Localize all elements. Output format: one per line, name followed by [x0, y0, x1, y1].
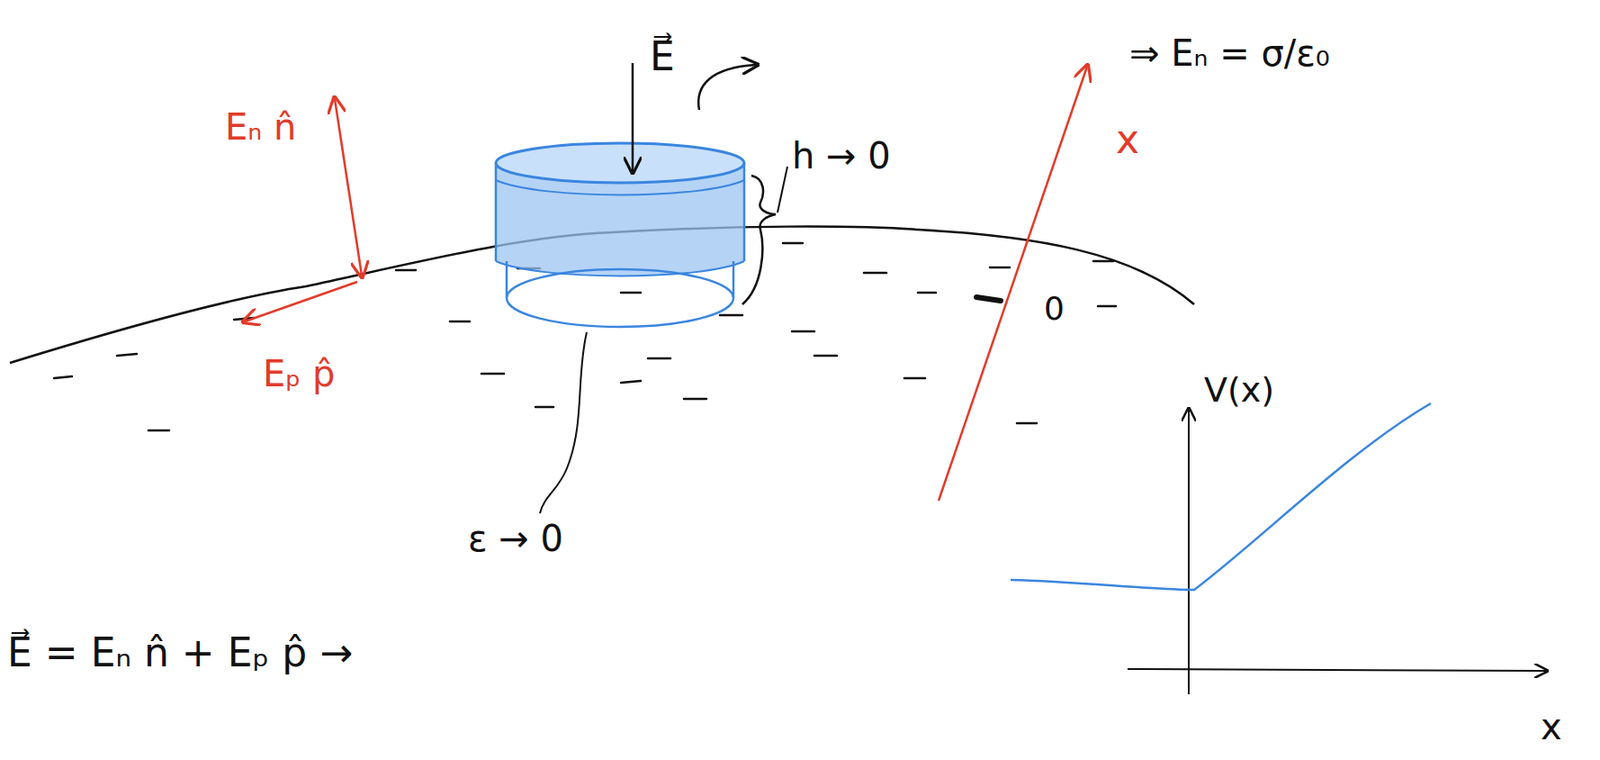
axis-label: V(x) [1204, 370, 1275, 411]
normal-field-arrow [334, 98, 362, 276]
potential-curve [1010, 403, 1431, 590]
dimension-label: h → 0 [791, 134, 891, 177]
leader-line [539, 332, 587, 513]
graph-y-axis [1187, 409, 1190, 694]
graph-x-axis [1127, 668, 1547, 671]
field-label: Eₙ n̂ [224, 106, 297, 148]
parallel-field-arrow [244, 281, 358, 322]
equation-label: ⇒ Eₙ = σ/ε₀ [1129, 32, 1331, 74]
origin-tick [976, 296, 1001, 301]
field-arrow [631, 62, 635, 171]
height-brace [742, 175, 776, 305]
curved-arrow [698, 64, 756, 110]
axis-label: x [1540, 705, 1563, 747]
axis-label: x [1115, 116, 1140, 163]
field-label: E⃗ [649, 34, 675, 81]
origin-label: 0 [1043, 289, 1065, 327]
field-label: Eₚ p̂ [262, 352, 336, 395]
equation-label: E⃗ = Eₙ n̂ + Eₚ p̂ → [7, 629, 353, 676]
gaussian-pillbox [495, 143, 745, 327]
x-axis-line [938, 66, 1088, 501]
note-label: ε → 0 [467, 517, 564, 559]
leader-line [777, 166, 788, 213]
